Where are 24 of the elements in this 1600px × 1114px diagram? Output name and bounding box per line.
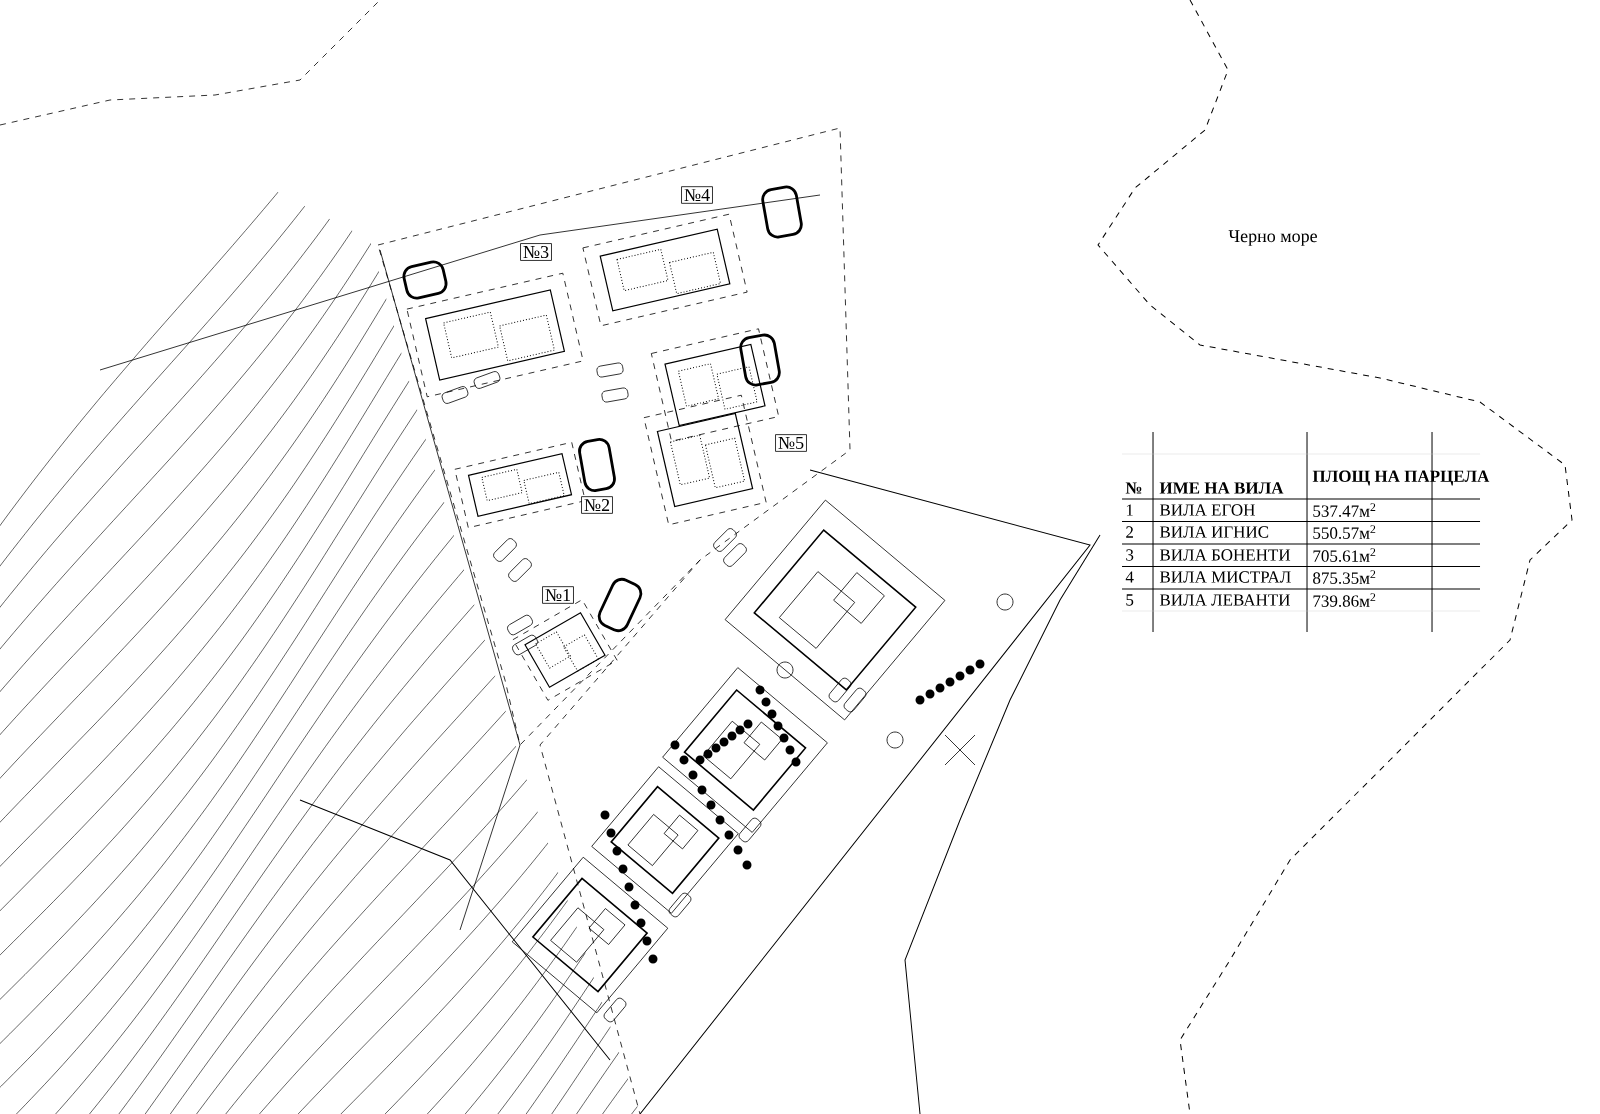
plot-number: №2 [581, 496, 613, 514]
table-cell: ВИЛА ЕГОН [1159, 504, 1255, 516]
table-cell: 5 [1126, 594, 1134, 606]
plot-number: №3 [520, 243, 552, 261]
plot-number: №4 [681, 186, 713, 204]
table-cell: ВИЛА БОНЕНТИ [1159, 549, 1291, 561]
sea-label: Черно море [1228, 230, 1317, 246]
table-header: № [1125, 482, 1142, 494]
table-cell: 537.47м$^{2}$ [1313, 503, 1376, 517]
table-cell: 705.61м$^{2}$ [1313, 548, 1376, 562]
table-cell: 4 [1125, 571, 1134, 583]
table-header: ИМЕ НА ВИЛА [1159, 482, 1284, 494]
table-cell: ВИЛА ИГНИС [1159, 526, 1269, 538]
table-cell: 739.86м$^{2}$ [1313, 593, 1376, 607]
table-cell: 875.35м$^{2}$ [1313, 570, 1376, 584]
plot-number: №5 [775, 434, 807, 452]
table-cell: 2 [1126, 526, 1133, 538]
table-cell: 1 [1126, 504, 1133, 516]
table-cell: ВИЛА МИСТРАЛ [1159, 571, 1291, 583]
table-cell: ВИЛА ЛЕВАНТИ [1159, 594, 1290, 606]
table-cell: 3 [1126, 549, 1134, 561]
table-header: ПЛОЩ НА ПАРЦЕЛА [1312, 470, 1490, 486]
table-cell: 550.57м$^{2}$ [1313, 525, 1376, 539]
plot-number: №1 [542, 586, 574, 604]
